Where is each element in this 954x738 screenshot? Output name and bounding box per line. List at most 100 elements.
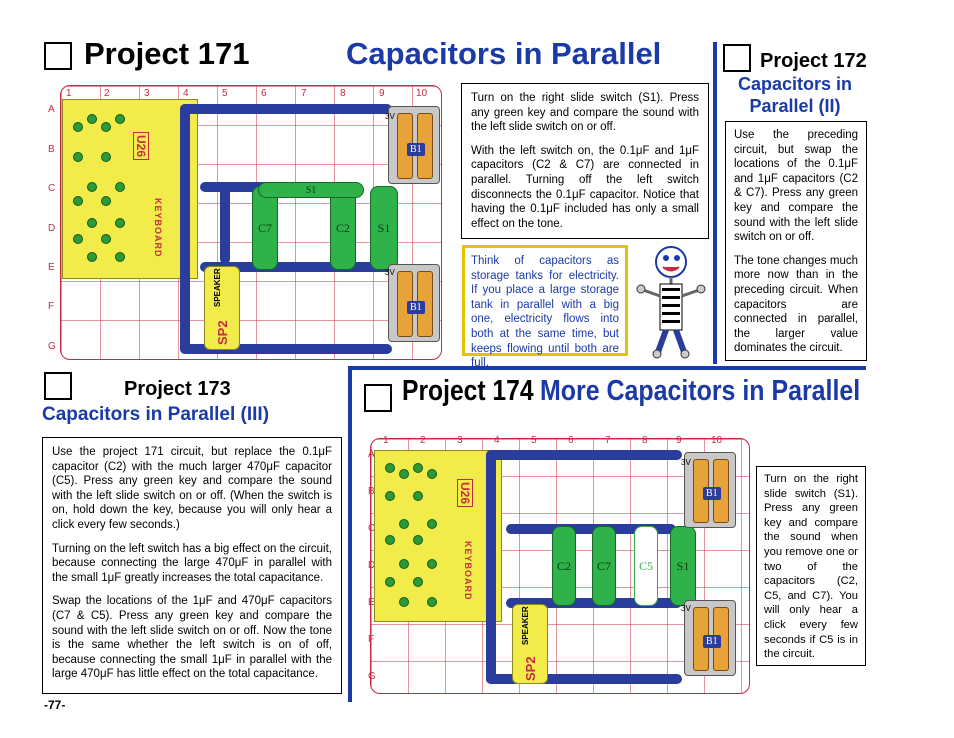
green-key[interactable] xyxy=(385,535,395,545)
speaker-sp2[interactable]: SPEAKER SP2 xyxy=(512,604,548,684)
project-173-checkbox[interactable] xyxy=(44,372,72,400)
capacitor-c5[interactable]: C5 xyxy=(634,526,658,606)
capacitor-c2[interactable]: C2 xyxy=(552,526,576,606)
b1-label: B1 xyxy=(703,487,721,500)
mascot-illustration xyxy=(636,246,706,359)
wire-top xyxy=(180,104,392,114)
column-label: 6 xyxy=(568,435,574,446)
speaker-sp2[interactable]: SPEAKER SP2 xyxy=(204,266,240,350)
green-key[interactable] xyxy=(385,463,395,473)
battery-holder-b1-bottom: B1 xyxy=(388,264,440,342)
green-key[interactable] xyxy=(101,196,111,206)
project-172-title: Project 172 xyxy=(760,50,867,72)
project-171-title: Project 171 xyxy=(84,36,250,71)
voltage-label: 3V xyxy=(681,604,691,613)
green-key[interactable] xyxy=(385,491,395,501)
green-key[interactable] xyxy=(115,252,125,262)
wire-left-vertical xyxy=(180,104,190,354)
slide-switch-s1[interactable]: S1 xyxy=(370,186,398,270)
column-label: 7 xyxy=(605,435,611,446)
b1-label: B1 xyxy=(407,143,425,156)
row-label: C xyxy=(368,523,376,534)
capacitor-c2[interactable]: C2 xyxy=(330,186,356,270)
row-label: F xyxy=(368,634,375,645)
column-label: 3 xyxy=(457,435,463,446)
row-label: D xyxy=(48,223,56,234)
column-label: 5 xyxy=(222,88,228,99)
column-label: 9 xyxy=(379,88,385,99)
speaker-label: SPEAKER xyxy=(213,268,222,307)
green-key[interactable] xyxy=(399,469,409,479)
project-174-checkbox[interactable] xyxy=(364,384,392,412)
voltage-label: 3V xyxy=(385,112,395,121)
project-173-paragraph-1: Use the project 171 circuit, but replace… xyxy=(52,446,332,531)
c5-label: C5 xyxy=(638,558,653,573)
green-key[interactable] xyxy=(115,182,125,192)
green-key[interactable] xyxy=(427,469,437,479)
green-key[interactable] xyxy=(427,559,437,569)
project-173-text-box: Use the project 171 circuit, but replace… xyxy=(42,437,342,694)
green-key[interactable] xyxy=(413,491,423,501)
capacitor-c7[interactable]: C7 xyxy=(252,186,278,270)
project-173-paragraph-2: Turning on the left switch has a big eff… xyxy=(52,542,332,584)
green-key[interactable] xyxy=(115,218,125,228)
c2-label: C2 xyxy=(556,558,571,573)
green-key[interactable] xyxy=(87,218,97,228)
column-label: 8 xyxy=(340,88,346,99)
column-label: 3 xyxy=(144,88,150,99)
green-key[interactable] xyxy=(385,577,395,587)
wire-left-vertical xyxy=(486,450,496,684)
project-172-checkbox[interactable] xyxy=(723,44,751,72)
green-key[interactable] xyxy=(87,182,97,192)
green-key[interactable] xyxy=(427,597,437,607)
green-key[interactable] xyxy=(427,519,437,529)
slide-switch-s1[interactable]: S1 xyxy=(670,526,696,606)
b1-label: B1 xyxy=(407,301,425,314)
u26-label: U26 xyxy=(457,479,473,508)
wire-mid xyxy=(200,182,282,192)
project-174-paragraph: Turn on the right slide switch (S1). Pre… xyxy=(764,473,858,661)
project-172-paragraph-2: The tone changes much more now than in t… xyxy=(734,254,858,355)
project-171-paragraph-2: With the left switch on, the 0.1μF and 1… xyxy=(471,144,699,230)
green-key[interactable] xyxy=(73,152,83,162)
green-key[interactable] xyxy=(399,559,409,569)
green-key[interactable] xyxy=(413,535,423,545)
column-divider xyxy=(713,42,717,364)
c7-label: C7 xyxy=(257,220,272,235)
column-label: 1 xyxy=(66,88,72,99)
speaker-label: SPEAKER xyxy=(521,606,530,645)
column-label: 6 xyxy=(261,88,267,99)
c2-label: C2 xyxy=(335,220,350,235)
project-172-text-box: Use the preceding circuit, but swap the … xyxy=(725,121,867,361)
green-key[interactable] xyxy=(73,122,83,132)
row-label: D xyxy=(368,560,376,571)
column-label: 2 xyxy=(420,435,426,446)
project-172-subtitle-line2: Parallel (II) xyxy=(749,96,841,116)
column-label: 5 xyxy=(531,435,537,446)
green-key[interactable] xyxy=(413,577,423,587)
green-key[interactable] xyxy=(413,463,423,473)
green-key[interactable] xyxy=(399,597,409,607)
green-key[interactable] xyxy=(101,152,111,162)
green-key[interactable] xyxy=(73,196,83,206)
row-label: A xyxy=(48,104,55,115)
green-key[interactable] xyxy=(101,122,111,132)
project-173-paragraph-3: Swap the locations of the 1μF and 470μF … xyxy=(52,595,332,681)
green-key[interactable] xyxy=(101,234,111,244)
row-label: B xyxy=(48,144,55,155)
horizontal-divider xyxy=(348,366,866,370)
voltage-label: 3V xyxy=(385,268,395,277)
green-key[interactable] xyxy=(115,114,125,124)
left-slide-switch[interactable]: S1 xyxy=(258,182,364,198)
green-key[interactable] xyxy=(87,252,97,262)
capacitor-c7[interactable]: C7 xyxy=(592,526,616,606)
column-label: 9 xyxy=(676,435,682,446)
project-171-checkbox[interactable] xyxy=(44,42,72,70)
green-key[interactable] xyxy=(73,234,83,244)
row-label: C xyxy=(48,183,56,194)
green-key[interactable] xyxy=(399,519,409,529)
b1-label: B1 xyxy=(703,635,721,648)
project-174-text-box: Turn on the right slide switch (S1). Pre… xyxy=(756,466,866,666)
row-label: E xyxy=(368,597,375,608)
green-key[interactable] xyxy=(87,114,97,124)
